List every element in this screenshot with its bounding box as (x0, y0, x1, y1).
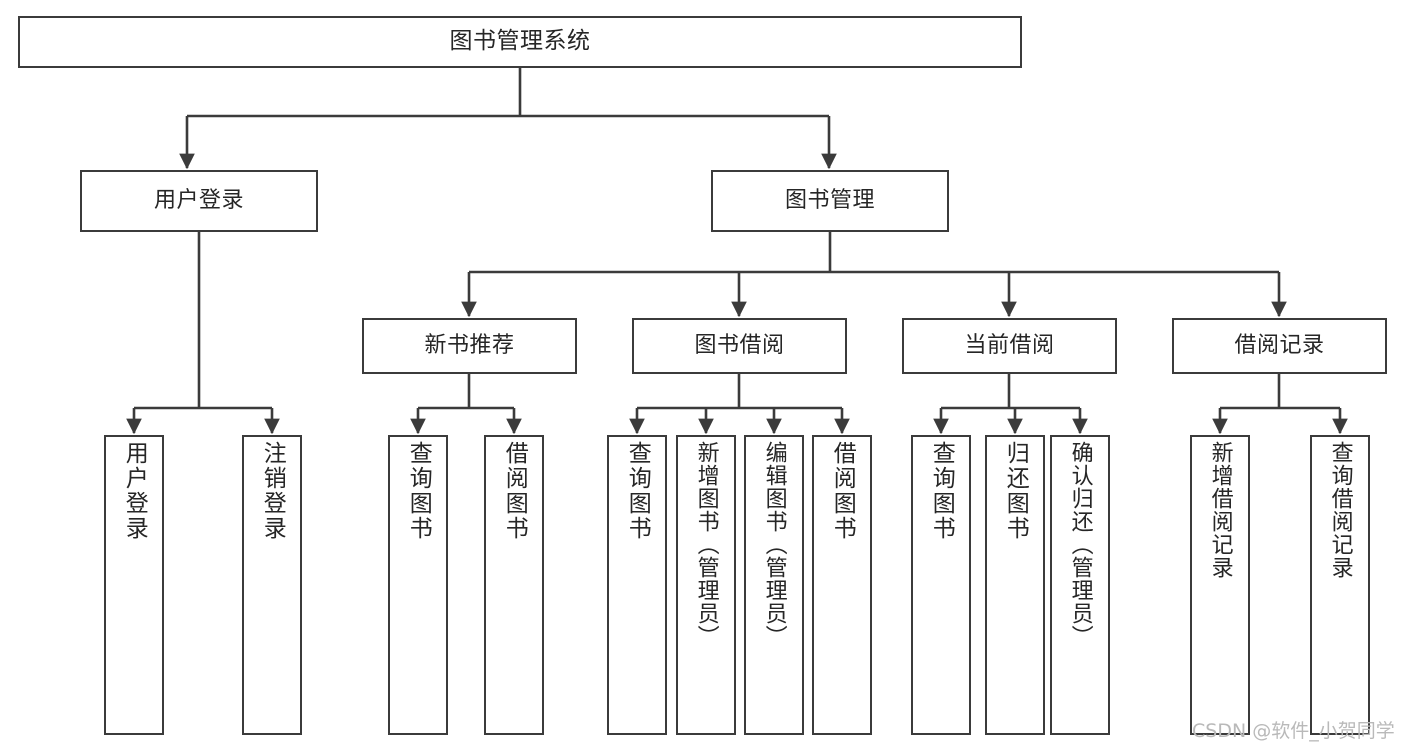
leaf-query-record-label: 查询借阅记录 (1327, 441, 1353, 579)
leaf-borrow-book-2[interactable]: 借阅图书 (812, 435, 872, 735)
leaf-query-book-3-label: 查询图书 (928, 441, 955, 541)
leaf-query-book-2[interactable]: 查询图书 (607, 435, 667, 735)
leaf-add-book-label: 新增图书（管理员） (693, 441, 719, 648)
leaf-borrow-book-1[interactable]: 借阅图书 (484, 435, 544, 735)
leaf-edit-book-label: 编辑图书（管理员） (761, 441, 787, 648)
leaf-query-book-1[interactable]: 查询图书 (388, 435, 448, 735)
leaf-user-logout-label: 注销登录 (259, 441, 286, 541)
node-user-login-label: 用户登录 (153, 188, 244, 214)
node-new-book-recommend[interactable]: 新书推荐 (362, 318, 577, 374)
node-book-borrow-label: 图书借阅 (694, 333, 785, 359)
leaf-query-book-1-label: 查询图书 (405, 441, 432, 541)
leaf-borrow-book-2-label: 借阅图书 (829, 441, 856, 541)
leaf-add-record[interactable]: 新增借阅记录 (1190, 435, 1250, 735)
leaf-query-book-3[interactable]: 查询图书 (911, 435, 971, 735)
leaf-edit-book[interactable]: 编辑图书（管理员） (744, 435, 804, 735)
leaf-add-book[interactable]: 新增图书（管理员） (676, 435, 736, 735)
leaf-return-book[interactable]: 归还图书 (985, 435, 1045, 735)
leaf-borrow-book-1-label: 借阅图书 (501, 441, 528, 541)
node-book-borrow[interactable]: 图书借阅 (632, 318, 847, 374)
node-book-manage[interactable]: 图书管理 (711, 170, 949, 232)
node-root[interactable]: 图书管理系统 (18, 16, 1022, 68)
leaf-query-record[interactable]: 查询借阅记录 (1310, 435, 1370, 735)
leaf-user-login-label: 用户登录 (121, 441, 148, 541)
csdn-watermark: CSDN @软件_小贺同学 (1192, 720, 1395, 742)
node-borrow-record-label: 借阅记录 (1234, 333, 1325, 359)
leaf-user-login[interactable]: 用户登录 (104, 435, 164, 735)
node-current-borrow-label: 当前借阅 (964, 333, 1055, 359)
node-user-login[interactable]: 用户登录 (80, 170, 318, 232)
leaf-confirm-return-label: 确认归还（管理员） (1067, 441, 1093, 648)
node-root-label: 图书管理系统 (449, 28, 591, 55)
node-current-borrow[interactable]: 当前借阅 (902, 318, 1117, 374)
node-book-manage-label: 图书管理 (784, 188, 875, 214)
node-borrow-record[interactable]: 借阅记录 (1172, 318, 1387, 374)
leaf-confirm-return[interactable]: 确认归还（管理员） (1050, 435, 1110, 735)
leaf-return-book-label: 归还图书 (1002, 441, 1029, 541)
leaf-query-book-2-label: 查询图书 (624, 441, 651, 541)
leaf-user-logout[interactable]: 注销登录 (242, 435, 302, 735)
node-new-book-recommend-label: 新书推荐 (424, 333, 515, 359)
leaf-add-record-label: 新增借阅记录 (1207, 441, 1233, 579)
